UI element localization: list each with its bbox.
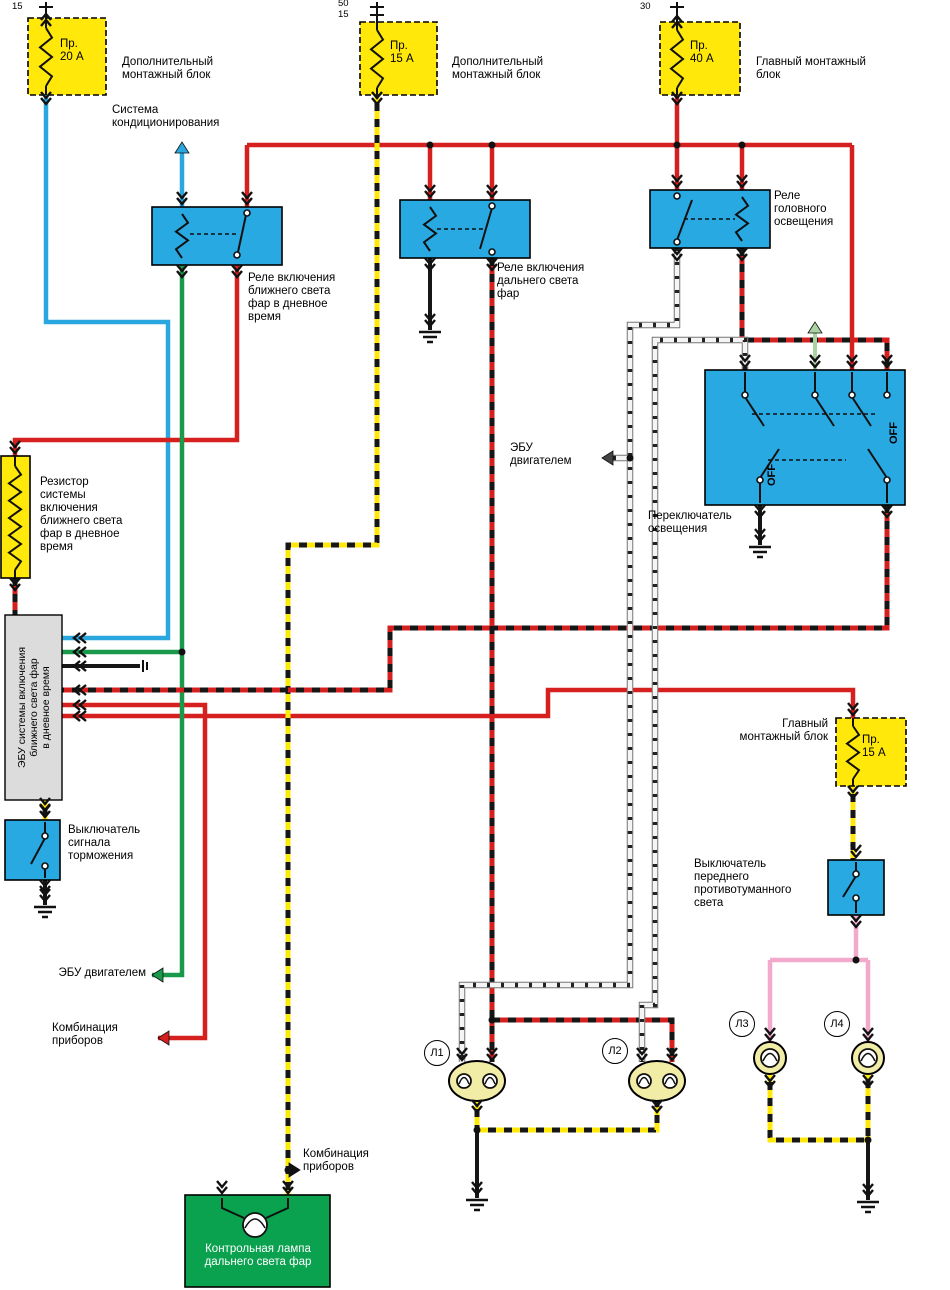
ecu-box (4, 614, 63, 801)
light-switch-label: Переключатель освещения (648, 510, 732, 535)
fuse1-block-label: Дополнительный монтажный блок (122, 56, 214, 81)
relay1-daytime-box (151, 206, 283, 266)
combo-mid-label: Комбинация приборов (303, 1148, 369, 1173)
indicator-lamp-box (184, 1194, 331, 1288)
fuse4-block-label: Главный монтажный блок (739, 718, 828, 743)
ecu-engine-left-label: ЭБУ двигателем (58, 967, 146, 979)
lamp-l2-body (628, 1060, 686, 1102)
indicator-label: Контрольная лампа дальнего света фар (204, 1243, 312, 1268)
fuse3-pin: 30 (640, 1, 651, 12)
symbols-layer (7, 2, 893, 1238)
fuse2-block-label: Дополнительный монтажный блок (452, 56, 544, 81)
ecu-engine-mid-label: ЭБУ двигателем (510, 442, 572, 467)
fuse2-rating: Пр. 15 А (390, 40, 414, 65)
ecu-label: ЭБУ системы включения ближнего света фар… (15, 646, 52, 769)
fuse3-rating: Пр. 40 А (690, 40, 714, 65)
light-switch-off-right: OFF (888, 422, 900, 444)
lamp-l4-tag: Л4 (824, 1011, 850, 1037)
relay2-label: Реле включения дальнего света фар (497, 262, 585, 300)
relay3-label: Реле головного освещения (774, 190, 834, 228)
ac-system-label: Система кондиционирования (112, 104, 220, 129)
fuse1-pin: 15 (12, 1, 23, 12)
lamp-l2-tag: Л2 (602, 1038, 628, 1064)
fuse2-pin-a: 50 (338, 0, 349, 9)
fuse4-box (835, 717, 907, 787)
lamp-l1-body (448, 1060, 506, 1102)
brake-switch-label: Выключатель сигнала торможения (68, 824, 141, 862)
fuse3-block-label: Главный монтажный блок (756, 56, 866, 81)
fuse1-box (27, 17, 107, 96)
resistor-label: Резистор системы включения ближнего свет… (40, 476, 123, 553)
fuse4-rating: Пр. 15 А (862, 734, 886, 759)
combo-left-label: Комбинация приборов (52, 1022, 118, 1047)
relay1-label: Реле включения ближнего света фар в днев… (248, 272, 336, 323)
fuse3-box (659, 21, 741, 96)
fuse2-pin-b: 15 (338, 9, 349, 20)
light-switch-box (704, 369, 906, 506)
light-switch-off-left: OFF (766, 464, 778, 486)
fuse2-box (359, 21, 438, 96)
fuse1-rating: Пр. 20 А (60, 38, 84, 63)
lamp-l1-tag: Л1 (424, 1040, 450, 1066)
resistor-box (0, 455, 31, 579)
fog-switch-label: Выключатель переднего противотуманного с… (694, 858, 792, 909)
brake-switch-box (4, 819, 61, 881)
relay3-headlight-box (649, 189, 771, 249)
lamp-l3-tag: Л3 (729, 1011, 755, 1037)
